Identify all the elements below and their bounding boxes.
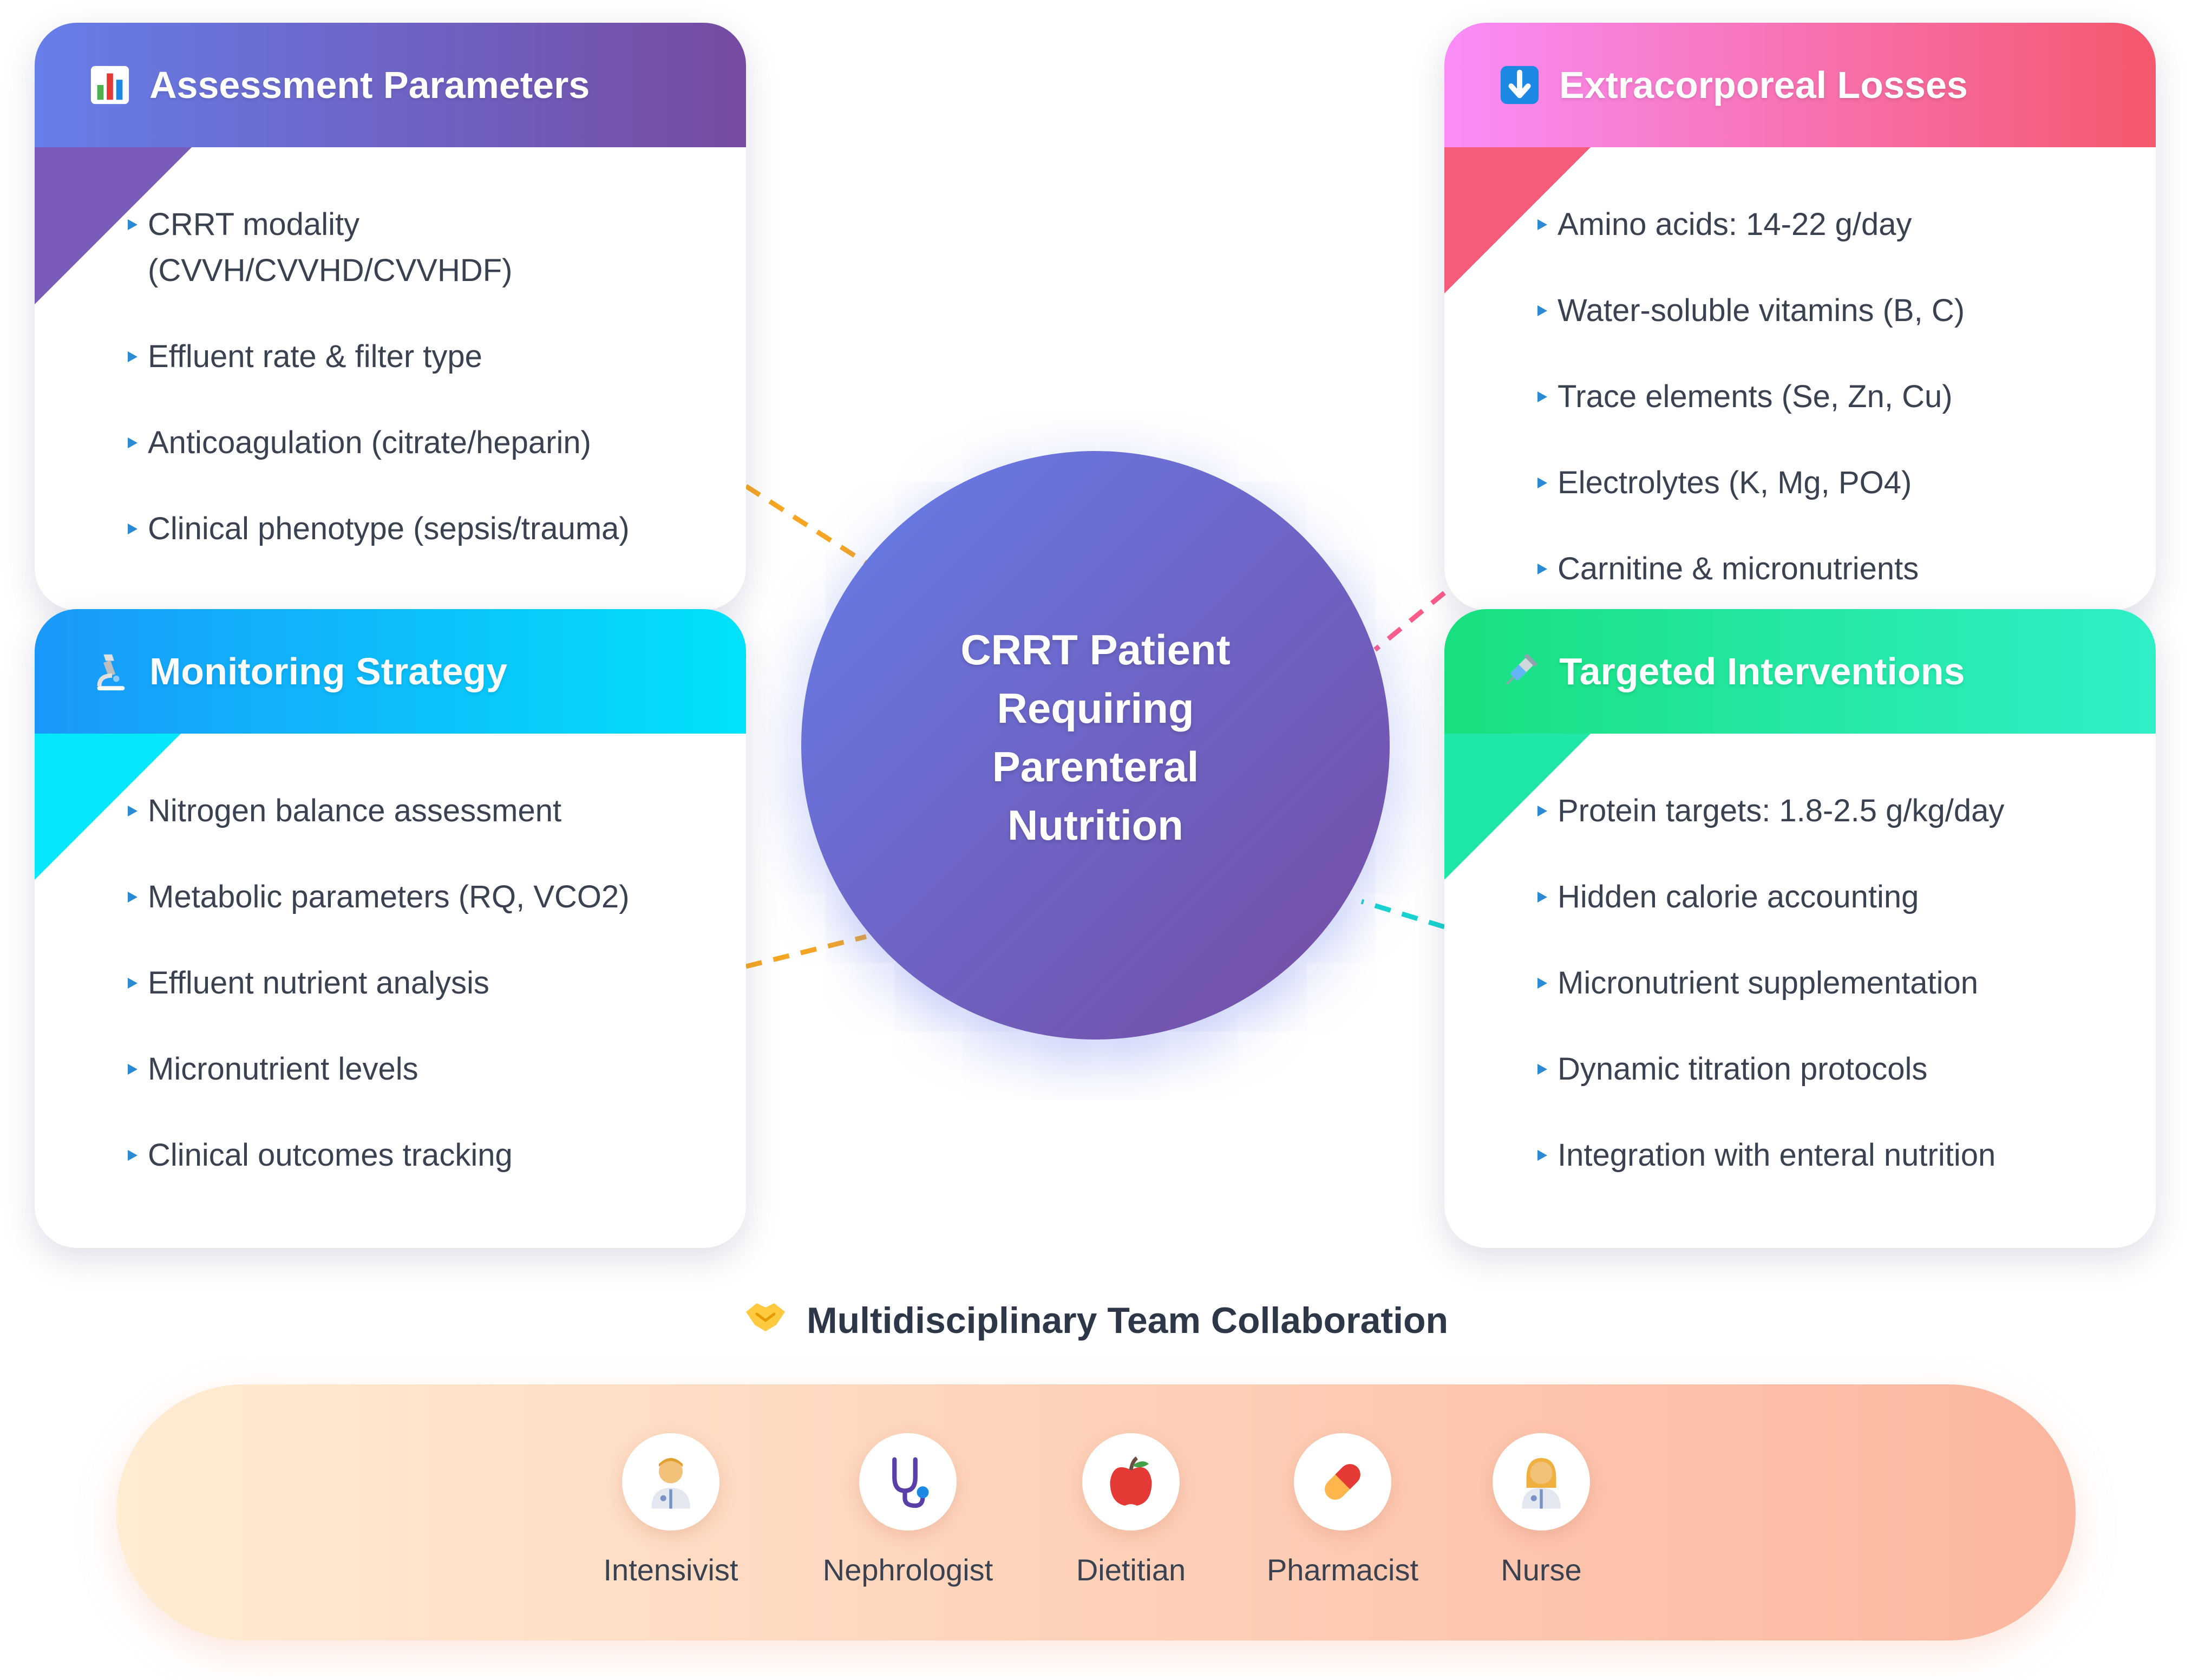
list-item: Micronutrient supplementation [1501,960,2123,1006]
list-item: Clinical phenotype (sepsis/trauma) [91,506,714,552]
team-member-label: Nurse [1501,1553,1582,1587]
list-item: Effluent rate & filter type [91,334,714,380]
losses-corner-accent [1444,147,1591,293]
bullet-icon [128,219,138,230]
monitoring-strategy-card: Monitoring Strategy Nitrogen balance ass… [35,609,746,1248]
stethoscope-icon [859,1433,957,1531]
team-title-text: Multidisciplinary Team Collaboration [806,1300,1449,1341]
targeted-interventions-header: Targeted Interventions [1444,609,2156,734]
connector-interventions [1360,899,1445,930]
monitoring-corner-accent [35,734,181,880]
list-item: Metabolic parameters (RQ, VCO2) [91,874,714,920]
team-member-nephrologist: Nephrologist [794,1384,1022,1587]
list-item: Hidden calorie accounting [1501,874,2123,920]
list-item: Electrolytes (K, Mg, PO4) [1501,460,2123,506]
assessment-parameters-header: Assessment Parameters [35,23,746,147]
bullet-icon [1537,391,1547,402]
bullet-icon [128,892,138,903]
bullet-icon [128,806,138,816]
team-member-nurse: Nurse [1428,1384,1655,1587]
list-item: Carnitine & micronutrients [1501,546,2123,592]
list-item: Trace elements (Se, Zn, Cu) [1501,374,2123,420]
assessment-corner-accent [35,147,192,304]
bullet-icon [1537,978,1547,989]
extracorporeal-losses-header: Extracorporeal Losses [1444,23,2156,147]
bullet-icon [1537,1064,1547,1075]
team-member-intensivist: Intensivist [557,1384,784,1587]
bar-chart-icon [89,64,131,106]
handshake-icon [744,1297,787,1343]
targeted-interventions-list: Protein targets: 1.8-2.5 g/kg/day Hidden… [1444,734,2156,1178]
bullet-icon [1537,806,1547,816]
assessment-parameters-card: Assessment Parameters CRRT modality (CVV… [35,23,746,610]
team-member-dietitian: Dietitian [1017,1384,1245,1587]
pill-icon [1294,1433,1391,1531]
bullet-icon [128,978,138,989]
bullet-icon [128,1150,138,1161]
assessment-parameters-list: CRRT modality (CVVH/CVVHD/CVVHDF) Efflue… [35,147,746,552]
bullet-icon [128,524,138,534]
bullet-icon [1537,1150,1547,1161]
list-item: Dynamic titration protocols [1501,1046,2123,1092]
extracorporeal-losses-title: Extracorporeal Losses [1559,64,1968,106]
extracorporeal-losses-card: Extracorporeal Losses Amino acids: 14-22… [1444,23,2156,610]
bullet-icon [128,351,138,362]
team-section-title: Multidisciplinary Team Collaboration [0,1299,2192,1343]
team-member-pharmacist: Pharmacist [1229,1384,1456,1587]
targeted-interventions-title: Targeted Interventions [1559,650,1965,692]
list-item: Water-soluble vitamins (B, C) [1501,287,2123,334]
monitoring-strategy-title: Monitoring Strategy [149,650,508,692]
team-member-label: Intensivist [603,1553,738,1587]
list-item: Micronutrient levels [91,1046,714,1092]
monitoring-strategy-header: Monitoring Strategy [35,609,746,734]
bullet-icon [1537,219,1547,230]
down-arrow-icon [1499,64,1541,106]
list-item: Clinical outcomes tracking [91,1132,714,1178]
team-member-label: Dietitian [1076,1553,1186,1587]
connector-assessment [744,484,868,565]
connector-losses [1373,591,1446,652]
monitoring-strategy-list: Nitrogen balance assessment Metabolic pa… [35,734,746,1178]
extracorporeal-losses-list: Amino acids: 14-22 g/day Water-soluble v… [1444,147,2156,592]
center-circle: CRRT Patient Requiring Parenteral Nutrit… [801,451,1390,1040]
bullet-icon [1537,564,1547,574]
connector-monitoring [745,934,867,969]
bullet-icon [1537,892,1547,903]
list-item: Integration with enteral nutrition [1501,1132,2123,1178]
list-item: Nitrogen balance assessment [91,788,714,834]
doctor-icon [622,1433,719,1531]
list-item: Effluent nutrient analysis [91,960,714,1006]
nurse-icon [1493,1433,1590,1531]
bullet-icon [1537,478,1547,488]
interventions-corner-accent [1444,734,1591,880]
syringe-icon [1499,650,1541,692]
list-item: CRRT modality (CVVH/CVVHD/CVVHDF) [91,201,714,293]
bullet-icon [128,437,138,448]
targeted-interventions-card: Targeted Interventions Protein targets: … [1444,609,2156,1248]
center-title: CRRT Patient Requiring Parenteral Nutrit… [960,625,1231,849]
list-item: Amino acids: 14-22 g/day [1501,201,2123,247]
list-item: Protein targets: 1.8-2.5 g/kg/day [1501,788,2123,834]
team-member-label: Pharmacist [1266,1553,1419,1587]
apple-icon [1082,1433,1180,1531]
microscope-icon [89,650,131,692]
bullet-icon [128,1064,138,1075]
team-member-label: Nephrologist [822,1553,993,1587]
list-item: Anticoagulation (citrate/heparin) [91,420,714,466]
bullet-icon [1537,305,1547,316]
assessment-parameters-title: Assessment Parameters [149,64,590,106]
team-band: Intensivist Nephrologist Dietitian [116,1384,2076,1640]
